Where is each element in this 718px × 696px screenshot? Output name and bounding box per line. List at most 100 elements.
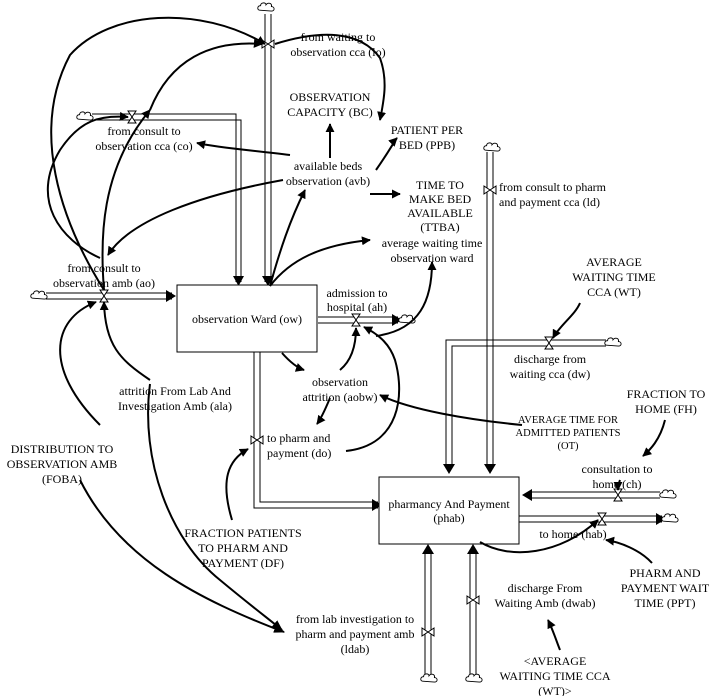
- var-time-to-make-bed-available[interactable]: TIME TO MAKE BED AVAILABLE (TTBA): [407, 178, 473, 234]
- svg-text:payment (do): payment (do): [267, 446, 331, 460]
- pipe-consultation-to-home: [528, 491, 660, 499]
- var-observation-capacity[interactable]: OBSERVATION CAPACITY (BC): [287, 90, 372, 119]
- var-average-waiting-time-observation[interactable]: average waiting time observation ward: [382, 236, 483, 265]
- svg-text:observation cca (co): observation cca (co): [95, 139, 192, 153]
- svg-text:discharge from: discharge from: [514, 352, 587, 366]
- svg-text:MAKE BED: MAKE BED: [409, 192, 472, 206]
- valve-icon: [597, 512, 607, 526]
- svg-text:from consult to: from consult to: [107, 124, 180, 138]
- valve-icon: [421, 627, 435, 637]
- svg-text:available beds: available beds: [294, 159, 363, 173]
- valve-icon: [99, 289, 109, 303]
- flow-label-from-lab-investigation[interactable]: from lab investigation to pharm and paym…: [296, 612, 415, 656]
- svg-text:AVERAGE: AVERAGE: [586, 255, 642, 269]
- flow-label-from-waiting-to-observation-cca[interactable]: from waiting to observation cca (lo): [290, 30, 385, 59]
- cloud-icon: [30, 290, 48, 300]
- stock-pharmacy-payment[interactable]: pharmancy And Payment (phab): [378, 476, 520, 545]
- cloud-icon: [659, 489, 677, 499]
- cloud-icon: [257, 2, 275, 12]
- svg-text:observation ward: observation ward: [391, 251, 474, 265]
- svg-text:TIME (PPT): TIME (PPT): [635, 596, 696, 610]
- svg-text:discharge From: discharge From: [508, 581, 583, 595]
- svg-text:WAITING TIME CCA: WAITING TIME CCA: [499, 669, 610, 683]
- valve-icon: [466, 595, 480, 605]
- svg-text:from consult to pharm: from consult to pharm: [499, 180, 607, 194]
- svg-text:admission to: admission to: [326, 286, 387, 300]
- svg-text:waiting cca (dw): waiting cca (dw): [510, 367, 591, 381]
- svg-text:from consult to: from consult to: [67, 261, 140, 275]
- causal-links: [46, 16, 666, 651]
- svg-text:AVAILABLE: AVAILABLE: [407, 206, 473, 220]
- svg-text:PATIENT PER: PATIENT PER: [391, 123, 463, 137]
- flow-label-from-consult-to-observation-cca[interactable]: from consult to observation cca (co): [95, 124, 192, 153]
- svg-text:home (ch): home (ch): [593, 477, 642, 491]
- svg-text:HOME (FH): HOME (FH): [635, 402, 697, 416]
- flow-label-from-consult-to-observation-amb[interactable]: from consult to observation amb (ao): [53, 261, 155, 290]
- var-average-waiting-time-cca-shadow[interactable]: <AVERAGE WAITING TIME CCA (WT)>: [499, 654, 610, 696]
- svg-text:Investigation Amb (ala): Investigation Amb (ala): [118, 399, 232, 413]
- valve-icon: [483, 185, 497, 195]
- svg-text:<AVERAGE: <AVERAGE: [524, 654, 587, 668]
- var-available-beds[interactable]: available beds observation (avb): [286, 159, 370, 188]
- cloud-icon: [465, 673, 483, 683]
- var-fraction-to-home[interactable]: FRACTION TO HOME (FH): [627, 387, 706, 416]
- flow-label-to-home[interactable]: to home (hab): [539, 527, 606, 541]
- flow-label-to-pharm-and-payment[interactable]: to pharm and payment (do): [267, 431, 331, 460]
- var-pharm-payment-wait-time[interactable]: PHARM AND PAYMENT WAIT TIME (PPT): [621, 566, 710, 610]
- svg-text:Waiting Amb (dwab): Waiting Amb (dwab): [494, 596, 595, 610]
- pipe-from-waiting-to-observation-cca: [264, 14, 272, 282]
- pipe-to-pharm-and-payment: [253, 352, 378, 509]
- svg-text:(WT)>: (WT)>: [538, 684, 572, 696]
- svg-text:observation cca (lo): observation cca (lo): [290, 45, 385, 59]
- svg-text:(FOBA): (FOBA): [42, 472, 82, 486]
- cloud-icon: [76, 111, 94, 121]
- flow-label-observation-attrition[interactable]: observation attrition (aobw): [303, 375, 378, 404]
- flow-label-from-consult-to-pharm-cca[interactable]: from consult to pharm and payment cca (l…: [499, 180, 607, 209]
- svg-text:to pharm and: to pharm and: [267, 431, 330, 445]
- svg-text:pharm and payment amb: pharm and payment amb: [296, 627, 415, 641]
- cloud-icon: [604, 337, 622, 347]
- var-distribution-to-observation-amb[interactable]: DISTRIBUTION TO OBSERVATION AMB (FOBA): [7, 442, 118, 486]
- var-patient-per-bed[interactable]: PATIENT PER BED (PPB): [391, 123, 463, 152]
- stock-label-line1: pharmancy And Payment: [388, 497, 510, 511]
- flow-label-discharge-from-waiting-cca[interactable]: discharge from waiting cca (dw): [510, 352, 591, 381]
- svg-text:ADMITTED PATIENTS: ADMITTED PATIENTS: [516, 428, 621, 439]
- flow-label-consultation-to-home[interactable]: consultation to home (ch): [582, 462, 653, 491]
- svg-text:OBSERVATION: OBSERVATION: [290, 90, 371, 104]
- valve-icon: [351, 313, 361, 327]
- svg-text:observation (avb): observation (avb): [286, 174, 370, 188]
- var-average-waiting-time-cca[interactable]: AVERAGE WAITING TIME CCA (WT): [572, 255, 655, 299]
- svg-text:OBSERVATION AMB: OBSERVATION AMB: [7, 457, 118, 471]
- var-attrition-from-lab[interactable]: attrition From Lab And Investigation Amb…: [118, 384, 232, 413]
- pipe-arrowheads: [166, 276, 666, 554]
- svg-text:consultation to: consultation to: [582, 462, 653, 476]
- var-fraction-patients-to-pharm[interactable]: FRACTION PATIENTS TO PHARM AND PAYMENT (…: [184, 526, 301, 570]
- svg-text:(ldab): (ldab): [341, 642, 370, 656]
- svg-text:TIME TO: TIME TO: [416, 178, 464, 192]
- svg-text:(TTBA): (TTBA): [420, 220, 459, 234]
- var-average-time-admitted[interactable]: AVERAGE TIME FOR ADMITTED PATIENTS (OT): [516, 415, 621, 452]
- pipe-from-consult-to-observation-amb: [46, 292, 172, 300]
- pipe-from-consult-to-pharm-cca: [486, 152, 494, 468]
- svg-text:attrition (aobw): attrition (aobw): [303, 390, 378, 404]
- svg-text:observation: observation: [312, 375, 368, 389]
- stock-label-line2: (phab): [433, 511, 464, 525]
- flow-label-discharge-from-waiting-amb[interactable]: discharge From Waiting Amb (dwab): [494, 581, 595, 610]
- stock-observation-ward[interactable]: observation Ward (ow): [176, 284, 318, 353]
- pipe-to-home: [519, 515, 662, 523]
- svg-text:BED (PPB): BED (PPB): [399, 138, 455, 152]
- pipe-from-lab-investigation: [424, 550, 432, 676]
- svg-text:and payment cca (ld): and payment cca (ld): [499, 195, 600, 209]
- cloud-icon: [420, 673, 438, 683]
- flow-label-admission-to-hospital[interactable]: admission to hospital (ah): [326, 286, 387, 314]
- svg-text:TO PHARM AND: TO PHARM AND: [198, 541, 288, 555]
- valve-icon: [250, 435, 264, 445]
- svg-text:DISTRIBUTION TO: DISTRIBUTION TO: [11, 442, 114, 456]
- svg-text:from lab investigation to: from lab investigation to: [296, 612, 414, 626]
- valve-icon: [127, 110, 137, 124]
- svg-text:FRACTION PATIENTS: FRACTION PATIENTS: [184, 526, 301, 540]
- svg-text:CAPACITY (BC): CAPACITY (BC): [287, 105, 372, 119]
- cloud-icon: [661, 513, 679, 523]
- svg-text:PAYMENT (DF): PAYMENT (DF): [202, 556, 284, 570]
